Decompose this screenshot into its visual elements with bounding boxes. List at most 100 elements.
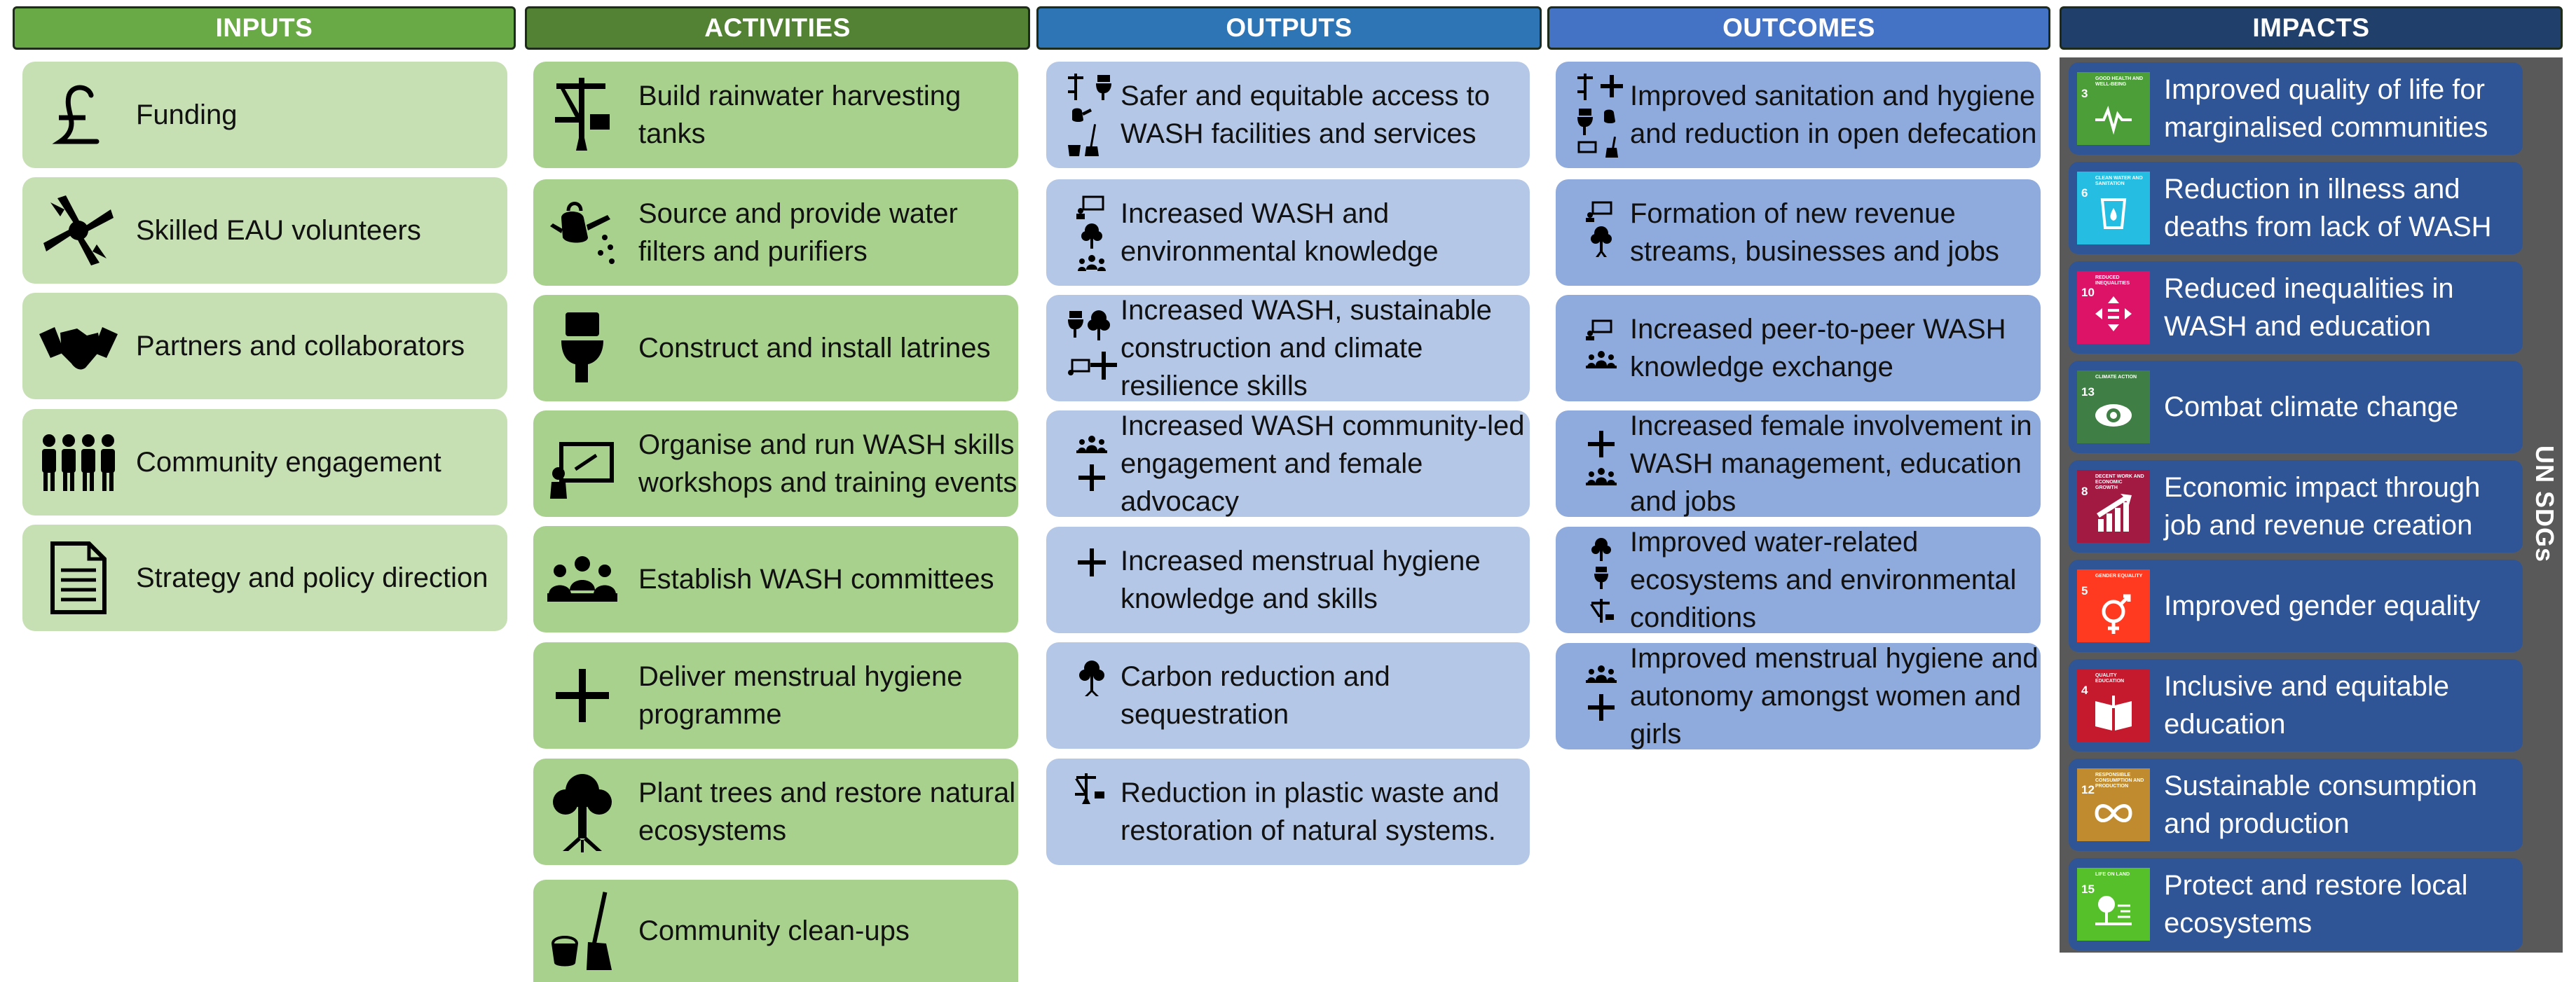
tree-icon <box>547 770 617 854</box>
water-tower-icon <box>547 73 617 157</box>
sdg-number: 15 <box>2081 883 2095 896</box>
activity-label: Build rainwater harvesting tanks <box>638 81 961 149</box>
activity-box: Construct and install latrines <box>533 295 1018 401</box>
hands-icon <box>36 188 121 272</box>
activity-box: Source and provide water filters and pur… <box>533 179 1018 286</box>
impact-label: Protect and restore local ecosystems <box>2164 870 2468 939</box>
input-box: Community engagement <box>22 409 507 516</box>
impact-label: Improved gender equality <box>2164 590 2481 621</box>
sdg-title: CLIMATE ACTION <box>2095 375 2137 380</box>
exchange-icons <box>1573 303 1630 394</box>
activity-label: Plant trees and restore natural ecosyste… <box>638 777 1016 846</box>
outcome-label: Increased peer-to-peer WASH knowledge ex… <box>1630 314 2006 382</box>
input-label: Skilled EAU volunteers <box>136 215 421 246</box>
impact-label: Sustainable consumption and production <box>2164 770 2477 839</box>
header-inputs: INPUTS <box>13 6 516 50</box>
sdg-goal-15-icon: 15 LIFE ON LAND <box>2077 868 2150 941</box>
sdg-number: 6 <box>2081 186 2088 200</box>
sdg-number: 12 <box>2081 783 2095 796</box>
pound-icon <box>36 73 121 157</box>
sdg-number: 8 <box>2081 485 2088 498</box>
impact-label: Reduced inequalities in WASH and educati… <box>2164 273 2454 342</box>
outcome-label: Improved sanitation and hygiene and redu… <box>1630 81 2037 149</box>
un-sdgs-label: UN SDGs <box>2530 445 2559 563</box>
menstrual-hygiene-icons <box>1573 651 1630 742</box>
outcome-label: Increased female involvement in WASH man… <box>1630 410 2032 517</box>
input-label: Partners and collaborators <box>136 331 465 361</box>
output-label: Increased menstrual hygiene knowledge an… <box>1121 546 1481 614</box>
outcome-label: Formation of new revenue streams, busine… <box>1630 198 1999 267</box>
broom-icon <box>547 889 617 973</box>
watering-can-icon <box>547 191 617 275</box>
input-label: Funding <box>136 99 238 130</box>
outcome-box: Increased peer-to-peer WASH knowledge ex… <box>1556 295 2041 401</box>
sdg-title: GOOD HEALTH AND WELL-BEING <box>2095 76 2144 87</box>
impact-label: Inclusive and equitable education <box>2164 671 2449 740</box>
activity-label: Community clean-ups <box>638 915 910 946</box>
skills-icons <box>1063 303 1121 394</box>
header-outputs: OUTPUTS <box>1036 6 1542 50</box>
output-box: Carbon reduction and sequestration <box>1046 642 1530 749</box>
header-outcomes: OUTCOMES <box>1547 6 2050 50</box>
outcome-box: Improved menstrual hygiene and autonomy … <box>1556 643 2041 749</box>
activity-box: Build rainwater harvesting tanks <box>533 62 1018 168</box>
sdg-title: QUALITY EDUCATION <box>2095 673 2125 684</box>
ecosystem-icons <box>1573 534 1630 625</box>
sdg-title: LIFE ON LAND <box>2095 872 2130 877</box>
handshake-icon <box>36 304 121 388</box>
input-box: Partners and collaborators <box>22 293 507 399</box>
tree-icon <box>1063 650 1121 741</box>
outcome-box: Improved water-related ecosystems and en… <box>1556 527 2041 633</box>
outcome-box: Increased female involvement in WASH man… <box>1556 410 2041 517</box>
plus-icon <box>1063 534 1121 625</box>
output-label: Safer and equitable access to WASH facil… <box>1121 81 1491 149</box>
sdg-number: 5 <box>2081 584 2088 597</box>
knowledge-icons <box>1063 187 1121 278</box>
outcome-label: Improved water-related ecosystems and en… <box>1630 527 2017 633</box>
sdg-number: 10 <box>2081 286 2095 299</box>
impact-box: 6 CLEAN WATER AND SANITATION Reduction in … <box>2069 162 2523 254</box>
sdg-title: REDUCED INEQUALITIES <box>2095 275 2130 286</box>
output-label: Carbon reduction and sequestration <box>1121 661 1390 730</box>
sanitation-icons <box>1573 69 1630 160</box>
impact-box: 5 GENDER EQUALITY Improved gender equality <box>2069 560 2523 652</box>
outcome-box: Formation of new revenue streams, busine… <box>1556 179 2041 286</box>
sdg-number: 13 <box>2081 385 2095 399</box>
impact-box: 15 LIFE ON LAND Protect and restore local … <box>2069 858 2523 950</box>
impact-box: 3 GOOD HEALTH AND WELL-BEING Improved qual… <box>2069 62 2523 155</box>
activity-label: Construct and install latrines <box>638 333 991 364</box>
output-box: Safer and equitable access to WASH facil… <box>1046 62 1530 168</box>
sdg-goal-6-icon: 6 CLEAN WATER AND SANITATION <box>2077 172 2150 244</box>
toilet-icon <box>547 306 617 390</box>
sdg-title: CLEAN WATER AND SANITATION <box>2095 176 2143 186</box>
activity-box: Organise and run WASH skills workshops a… <box>533 410 1018 517</box>
activity-label: Establish WASH committees <box>638 564 994 595</box>
output-label: Increased WASH, sustainable construction… <box>1121 295 1492 401</box>
header-impacts: IMPACTS <box>2060 6 2563 50</box>
community-icons <box>1063 418 1121 509</box>
impact-label: Combat climate change <box>2164 392 2459 422</box>
sdg-number: 3 <box>2081 87 2088 100</box>
output-label: Increased WASH and environmental knowled… <box>1121 198 1439 267</box>
output-label: Increased WASH community-led engagement … <box>1121 410 1525 517</box>
sdg-goal-5-icon: 5 GENDER EQUALITY <box>2077 569 2150 642</box>
impact-label: Reduction in illness and deaths from lac… <box>2164 174 2492 242</box>
revenue-icons <box>1573 187 1630 278</box>
input-box: Strategy and policy direction <box>22 525 507 631</box>
presentation-icon <box>547 422 617 506</box>
sdg-title: GENDER EQUALITY <box>2095 574 2143 579</box>
input-box: Funding <box>22 62 507 168</box>
activity-label: Organise and run WASH skills workshops a… <box>638 429 1018 498</box>
impact-label: Improved quality of life for marginalise… <box>2164 74 2488 143</box>
document-icon <box>36 536 121 620</box>
people-icon <box>36 420 121 504</box>
outcome-box: Improved sanitation and hygiene and redu… <box>1556 62 2041 168</box>
activity-box: Establish WASH committees <box>533 526 1018 632</box>
